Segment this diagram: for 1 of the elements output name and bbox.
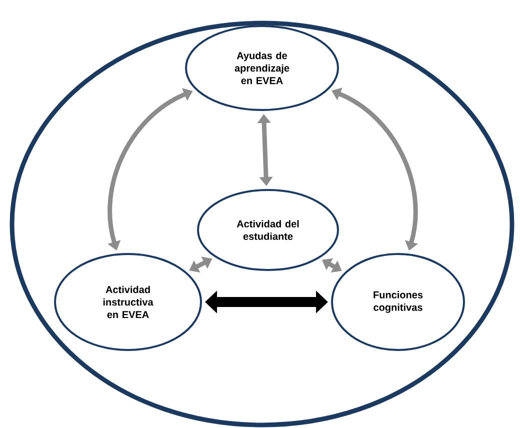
outer-ellipse: [10, 20, 514, 428]
